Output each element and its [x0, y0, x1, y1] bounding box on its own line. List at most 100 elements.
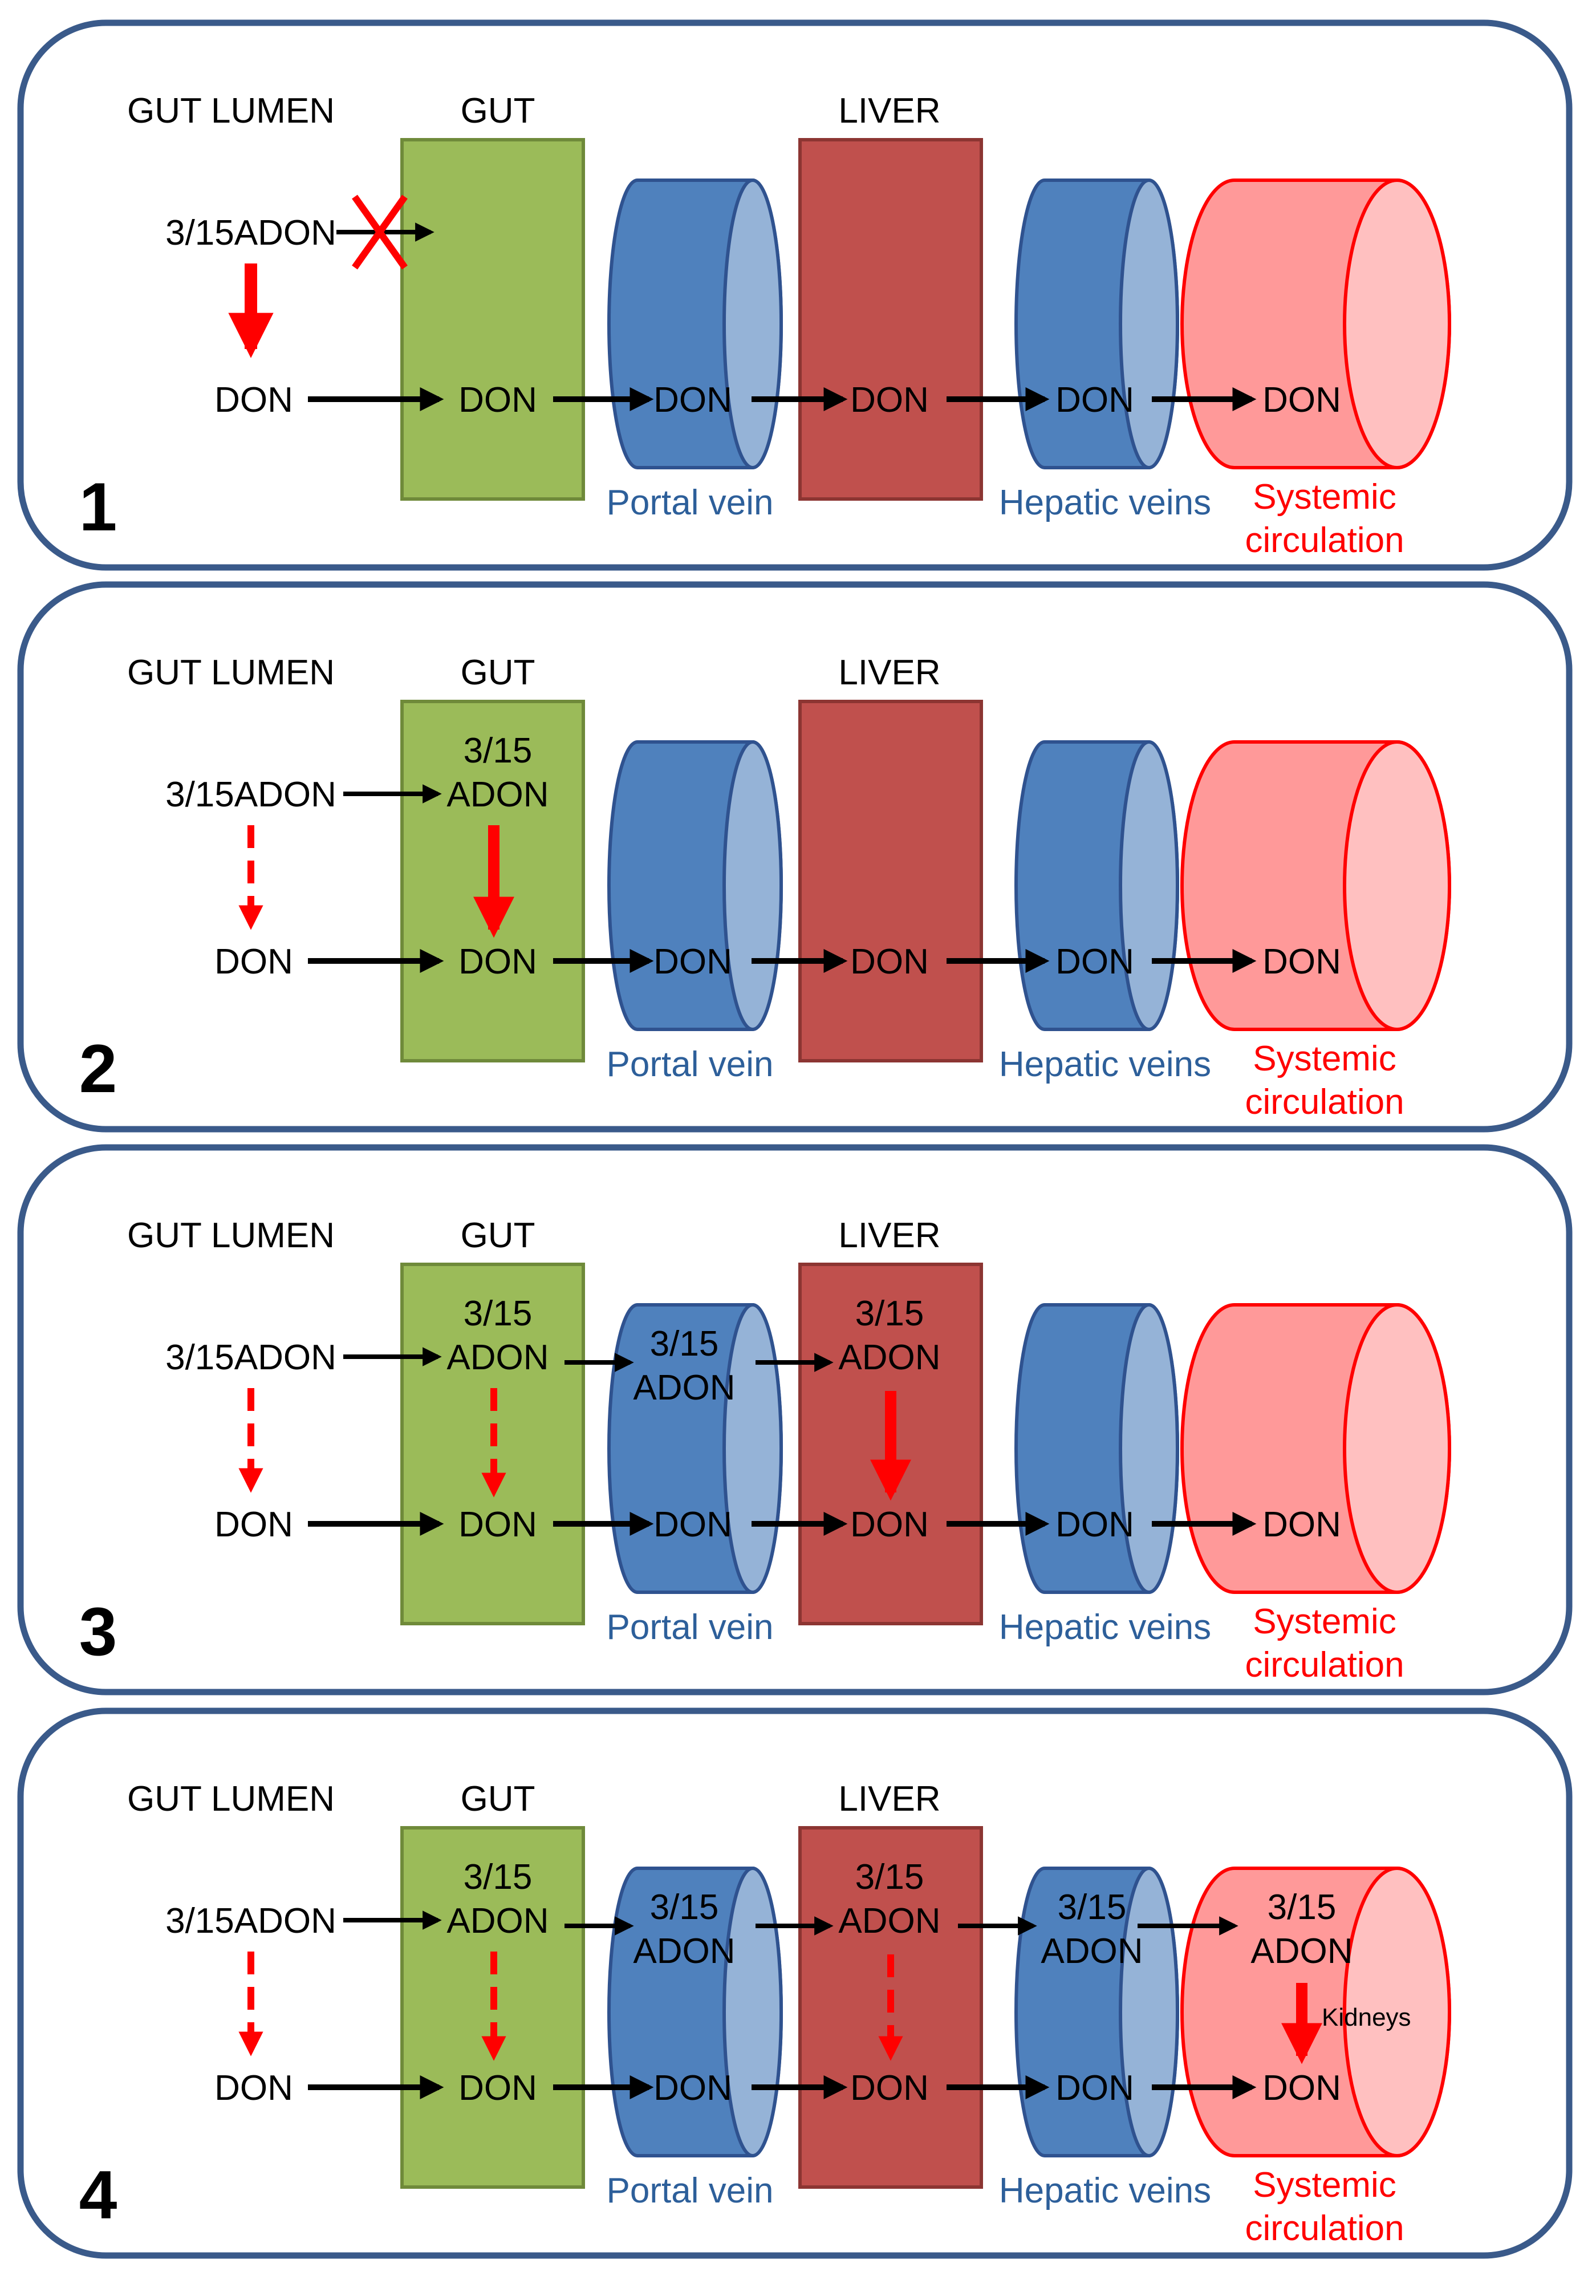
- don-label-3: DON: [850, 942, 929, 981]
- panel-1: GUT LUMEN GUT LIVER Portal vein Hepatic vein…: [17, 19, 1573, 571]
- panel-number: 3: [79, 1593, 117, 1670]
- systemic-circulation-cylinder-cap: [1343, 179, 1451, 469]
- adon-label-2-line1: 3/15: [855, 1294, 924, 1333]
- portal-vein-label: Portal vein: [607, 1608, 774, 1647]
- lumen-adon-label: 3/15ADON: [165, 775, 336, 814]
- don-label-2: DON: [653, 380, 732, 420]
- systemic-label-line1: Systemic: [1253, 1039, 1396, 1078]
- lumen-adon-label: 3/15ADON: [165, 1901, 336, 1941]
- don-label-5: DON: [1262, 380, 1341, 420]
- adon-label-4-line2: ADON: [1250, 1932, 1353, 1971]
- portal-vein-label: Portal vein: [607, 483, 774, 522]
- systemic-label-line1: Systemic: [1253, 2165, 1396, 2205]
- don-label-1: DON: [458, 1505, 537, 1544]
- adon-label-0-line1: 3/15: [464, 731, 533, 770]
- gut-label: GUT: [461, 1779, 535, 1819]
- portal-vein-label: Portal vein: [607, 1045, 774, 1084]
- lumen-adon-label: 3/15ADON: [165, 1338, 336, 1377]
- hepatic-veins-cylinder: [1014, 740, 1179, 1031]
- don-label-0: DON: [214, 380, 293, 420]
- don-label-2: DON: [653, 942, 732, 981]
- panel-number: 2: [79, 1031, 117, 1107]
- don-label-3: DON: [850, 380, 929, 420]
- adon-label-1-line1: 3/15: [650, 1324, 719, 1364]
- don-label-1: DON: [458, 380, 537, 420]
- gut-box: [400, 138, 585, 501]
- don-label-5: DON: [1262, 942, 1341, 981]
- adon-label-1-line2: ADON: [633, 1368, 735, 1407]
- hepatic-veins-cylinder: [1014, 1867, 1179, 2157]
- systemic-label-line2: circulation: [1245, 2209, 1404, 2248]
- hepatic-veins-cylinder-cap: [1119, 740, 1179, 1031]
- systemic-circulation-cylinder: [1180, 740, 1451, 1031]
- liver-label: LIVER: [838, 1779, 940, 1819]
- liver-label: LIVER: [838, 1216, 940, 1255]
- systemic-circulation-cylinder-cap: [1343, 740, 1451, 1031]
- adon-label-3-line2: ADON: [1041, 1932, 1143, 1971]
- portal-vein-cylinder: [607, 179, 783, 469]
- hepatic-veins-cylinder-cap: [1119, 1303, 1179, 1594]
- systemic-circulation-cylinder-cap: [1343, 1303, 1451, 1594]
- liver-box: [798, 1263, 983, 1625]
- don-label-3: DON: [850, 1505, 929, 1544]
- liver-label: LIVER: [838, 91, 940, 131]
- hepatic-veins-label: Hepatic veins: [999, 1045, 1211, 1084]
- don-label-4: DON: [1055, 2068, 1134, 2108]
- adon-label-0-line1: 3/15: [464, 1294, 533, 1333]
- cross-stroke-2: [352, 194, 408, 270]
- panel-number: 4: [79, 2157, 117, 2233]
- portal-vein-cylinder-cap: [722, 740, 783, 1031]
- don-label-4: DON: [1055, 942, 1134, 981]
- don-label-4: DON: [1055, 1505, 1134, 1544]
- don-label-1: DON: [458, 942, 537, 981]
- adon-label-0-line2: ADON: [446, 1338, 549, 1377]
- don-label-2: DON: [653, 2068, 732, 2108]
- adon-label-1-line2: ADON: [633, 1932, 735, 1971]
- portal-vein-cylinder: [607, 740, 783, 1031]
- systemic-circulation-cylinder: [1180, 1303, 1451, 1594]
- adon-label-2-line2: ADON: [838, 1901, 940, 1941]
- adon-label-4-line1: 3/15: [1268, 1888, 1337, 1927]
- hepatic-veins-label: Hepatic veins: [999, 2171, 1211, 2210]
- adon-label-2-line1: 3/15: [855, 1857, 924, 1897]
- gut-lumen-label: GUT LUMEN: [127, 91, 335, 131]
- liver-box: [798, 700, 983, 1062]
- lumen-adon-label: 3/15ADON: [165, 213, 336, 253]
- adon-label-0-line1: 3/15: [464, 1857, 533, 1897]
- portal-vein-label: Portal vein: [607, 2171, 774, 2210]
- systemic-circulation-cylinder-cap: [1343, 1867, 1451, 2157]
- gut-label: GUT: [461, 91, 535, 131]
- systemic-label-line1: Systemic: [1253, 1602, 1396, 1641]
- don-label-5: DON: [1262, 2068, 1341, 2108]
- adon-label-1-line1: 3/15: [650, 1888, 719, 1927]
- don-label-0: DON: [214, 1505, 293, 1544]
- hepatic-veins-cylinder-cap: [1119, 179, 1179, 469]
- gut-lumen-label: GUT LUMEN: [127, 653, 335, 692]
- portal-vein-cylinder-cap: [722, 1303, 783, 1594]
- adon-label-0-line2: ADON: [446, 775, 549, 814]
- systemic-label-line2: circulation: [1245, 1645, 1404, 1685]
- don-label-5: DON: [1262, 1505, 1341, 1544]
- hepatic-veins-cylinder-cap: [1119, 1867, 1179, 2157]
- adon-label-0-line2: ADON: [446, 1901, 549, 1941]
- liver-label: LIVER: [838, 653, 940, 692]
- adon-label-3-line1: 3/15: [1058, 1888, 1127, 1927]
- gut-label: GUT: [461, 1216, 535, 1255]
- systemic-label-line2: circulation: [1245, 1082, 1404, 1122]
- hepatic-veins-cylinder: [1014, 179, 1179, 469]
- blocked-cross-icon: [352, 194, 408, 270]
- don-label-3: DON: [850, 2068, 929, 2108]
- panel-number: 1: [79, 469, 117, 545]
- systemic-label-line2: circulation: [1245, 521, 1404, 560]
- gut-lumen-label: GUT LUMEN: [127, 1216, 335, 1255]
- hepatic-veins-label: Hepatic veins: [999, 483, 1211, 522]
- liver-box: [798, 138, 983, 501]
- hepatic-veins-label: Hepatic veins: [999, 1608, 1211, 1647]
- systemic-circulation-cylinder: [1180, 179, 1451, 469]
- panel-3: GUT LUMEN GUT LIVER Portal vein Hepatic vein…: [17, 1144, 1573, 1695]
- systemic-label-line1: Systemic: [1253, 477, 1396, 517]
- gut-lumen-label: GUT LUMEN: [127, 1779, 335, 1819]
- adon-label-2-line2: ADON: [838, 1338, 940, 1377]
